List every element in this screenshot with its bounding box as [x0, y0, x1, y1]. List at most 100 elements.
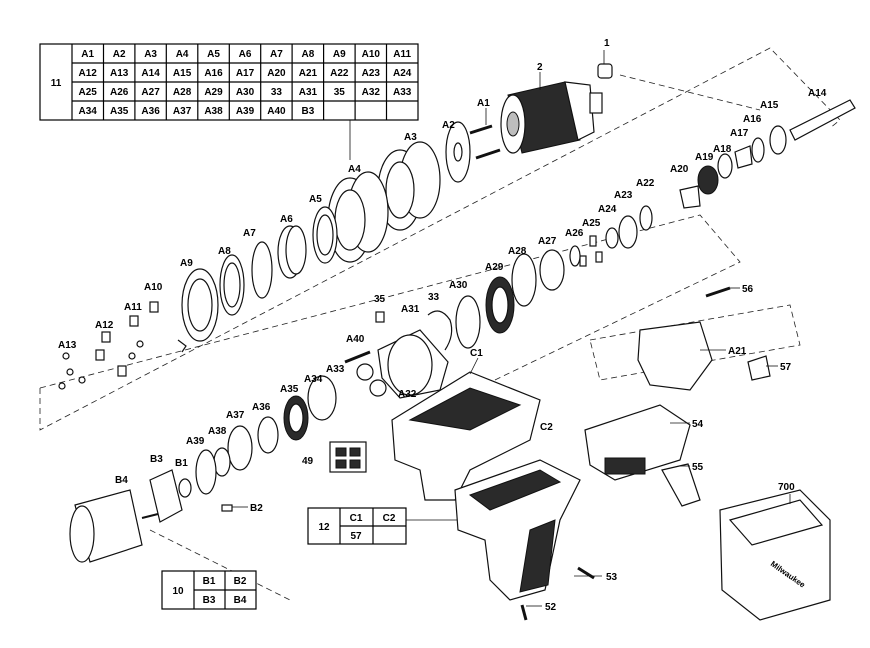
kit10-cell: B4 — [234, 595, 247, 606]
part-label: A28 — [508, 246, 527, 257]
kit11-cell: A26 — [110, 87, 129, 98]
planet-gears-A32-A33-part — [356, 363, 387, 397]
part-label: A35 — [280, 384, 299, 395]
ring-gear-A4-part — [327, 171, 389, 263]
bearing-A15-part — [769, 125, 787, 155]
lever-55-part — [661, 463, 701, 507]
kit10-cell: B1 — [203, 576, 216, 587]
kit11-cell: A10 — [362, 49, 381, 60]
part-label: 53 — [606, 572, 618, 583]
kit11-cell: A3 — [144, 49, 157, 60]
kit11-cell: A14 — [141, 68, 160, 79]
part-label: A37 — [226, 410, 245, 421]
part-label: A12 — [95, 320, 114, 331]
part-label: A16 — [743, 114, 762, 125]
gear-A34-part — [307, 375, 337, 421]
collar-A9-part — [181, 268, 219, 342]
part-label: A9 — [180, 258, 193, 269]
clip-A17-part — [734, 145, 753, 169]
kit11-cell: A12 — [79, 68, 98, 79]
part-label: B4 — [115, 475, 128, 486]
kit11-cell: A5 — [207, 49, 220, 60]
part-label: A18 — [713, 144, 732, 155]
part-label: A20 — [670, 164, 689, 175]
part-label: A21 — [728, 346, 747, 357]
kit10-cell: B3 — [203, 595, 216, 606]
part-label: A39 — [186, 436, 205, 447]
gear-A36-part — [257, 416, 279, 454]
kit11-cell: A2 — [113, 49, 126, 60]
pinion-B1-part — [178, 478, 192, 498]
kit-table-10: 10 B1 B2 B3 B4 — [161, 570, 257, 610]
kit11-cell: A4 — [176, 49, 189, 60]
part-label: A23 — [614, 190, 633, 201]
part-label: 55 — [692, 462, 704, 473]
handle-group-outline — [589, 304, 801, 381]
ring-A5-part — [312, 206, 338, 264]
kit10-cell: B2 — [234, 576, 247, 587]
kit12-cell: C2 — [383, 513, 396, 524]
label-49-part — [329, 441, 367, 473]
part-label: 700 — [778, 482, 795, 493]
gear-A24-part — [605, 227, 619, 249]
needle-bearing-A29-part — [485, 276, 515, 334]
part-label: A11 — [124, 302, 142, 313]
kit11-cell: 33 — [271, 87, 283, 98]
part-label: A19 — [695, 152, 714, 163]
part-label: A15 — [760, 100, 779, 111]
kit11-cell: A29 — [204, 87, 223, 98]
part-label: 35 — [374, 294, 386, 305]
kit11-cell: A33 — [393, 87, 412, 98]
motor-B4-part — [69, 489, 159, 563]
kit11-cell: A30 — [236, 87, 255, 98]
kit11-cell: A23 — [362, 68, 381, 79]
part-label: A13 — [58, 340, 77, 351]
part-label: B3 — [150, 454, 163, 465]
bearing-A18-part — [717, 153, 733, 179]
housing-A3-part — [377, 141, 441, 231]
part-label: C2 — [540, 422, 553, 433]
kit12-cell: 57 — [350, 531, 362, 542]
part-label: B1 — [175, 458, 188, 469]
part-label: 1 — [604, 38, 610, 49]
kit11-cell: A31 — [299, 87, 318, 98]
part-label: A34 — [304, 374, 323, 385]
part-label: A6 — [280, 214, 293, 225]
pin-A40-part — [344, 350, 371, 364]
kit11-cell: A36 — [141, 106, 160, 117]
kit11-cell: A28 — [173, 87, 192, 98]
part-label: 33 — [428, 292, 440, 303]
pins-part-group — [58, 301, 187, 390]
part-label: A5 — [309, 194, 322, 205]
kit11-cell: A38 — [204, 106, 223, 117]
gearbox-A31-part — [377, 329, 449, 399]
ring-A6-part — [277, 225, 307, 279]
washer-A39-part — [195, 449, 217, 495]
washer-A2-part — [445, 121, 471, 183]
kit11-cell: A25 — [79, 87, 98, 98]
kit11-cell: A24 — [393, 68, 412, 79]
part-label: A25 — [582, 218, 601, 229]
part-label: C1 — [470, 348, 483, 359]
kit11-cell: A20 — [267, 68, 286, 79]
screw-56-part — [705, 286, 731, 298]
kit11-cell: A37 — [173, 106, 192, 117]
gear-A23-part — [618, 215, 638, 249]
carrier-A27-part — [539, 249, 565, 291]
part-label: 2 — [537, 62, 543, 73]
part-label: A10 — [144, 282, 163, 293]
part-labels: 1 2 A1 A2 A3 A4 A5 A6 A7 A8 A9 A10 A11 A… — [58, 38, 827, 613]
part-label: A30 — [449, 280, 468, 291]
screw-53-part — [577, 566, 595, 580]
kit11-cell: 35 — [334, 87, 346, 98]
chuck-screw-part — [597, 50, 613, 79]
screw-A1-part — [469, 108, 501, 160]
motor-plate-B3-part — [149, 469, 183, 523]
part-label: 54 — [692, 419, 704, 430]
part-label: A33 — [326, 364, 345, 375]
ring-A28-part — [511, 253, 537, 307]
part-label: A22 — [636, 178, 655, 189]
housing-C1-part — [391, 357, 541, 501]
kit11-cell: A39 — [236, 106, 255, 117]
